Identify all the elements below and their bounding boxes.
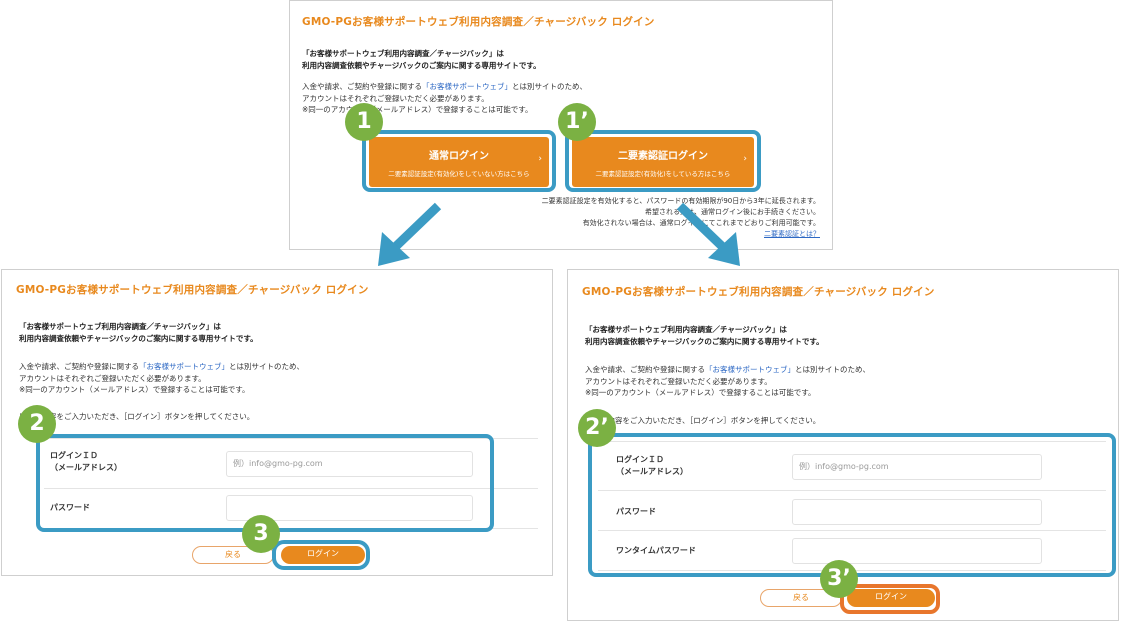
support-web-link[interactable]: 「お客様サポートウェブ」: [705, 365, 795, 374]
onetime-password-label: ワンタイムパスワード: [616, 546, 696, 555]
step-badge-3-prime: 3’: [820, 560, 858, 598]
step-badge-3: 3: [242, 515, 280, 553]
divider: [598, 441, 1106, 442]
login-id-input[interactable]: 例）info@gmo-pg.com: [226, 451, 473, 477]
intro-text: 「お客様サポートウェブ利用内容調査／チャージバック」は 利用内容調査依頼やチャー…: [585, 325, 824, 346]
intro-text: 「お客様サポートウェブ利用内容調査／チャージバック」は 利用内容調査依頼やチャー…: [19, 322, 258, 343]
login-id-label: ログインＩＤ （メールアドレス）: [50, 451, 122, 472]
twofactor-form-highlight: [588, 433, 1116, 577]
step-badge-1: 1: [345, 103, 383, 141]
step-badge-1-prime: 1’: [558, 103, 596, 141]
password-label: パスワード: [616, 507, 656, 516]
page-title: GMO-PGお客様サポートウェブ利用内容調査／チャージバック ログイン: [16, 284, 369, 296]
instruction-text: 以下の内容をご入力いただき、［ログイン］ボタンを押してください。: [19, 412, 255, 421]
info-text: 入金や請求、ご契約や登録に関する「お客様サポートウェブ」とは別サイトのため、 ア…: [302, 82, 587, 114]
page-title: GMO-PGお客様サポートウェブ利用内容調査／チャージバック ログイン: [302, 16, 655, 28]
step-badge-2: 2: [18, 405, 56, 443]
page-title: GMO-PGお客様サポートウェブ利用内容調査／チャージバック ログイン: [582, 286, 935, 298]
password-label: パスワード: [50, 503, 90, 512]
chevron-right-icon: ›: [743, 154, 747, 164]
divider: [44, 488, 538, 489]
password-input[interactable]: [792, 499, 1042, 525]
normal-login-highlight: [362, 130, 556, 192]
divider: [598, 490, 1106, 491]
login-button-highlight: [272, 540, 370, 570]
chevron-right-icon: ›: [538, 154, 542, 164]
divider: [598, 530, 1106, 531]
support-web-link[interactable]: 「お客様サポートウェブ」: [139, 362, 229, 371]
normal-login-button[interactable]: 通常ログイン 二要素認証設定(有効化)をしていない方はこちら ›: [369, 137, 549, 187]
instruction-text: 以下の内容をご入力いただき、［ログイン］ボタンを押してください。: [585, 416, 821, 425]
info-text: 入金や請求、ご契約や登録に関する「お客様サポートウェブ」とは別サイトのため、 ア…: [19, 362, 304, 394]
support-web-link[interactable]: 「お客様サポートウェブ」: [422, 82, 512, 91]
twofactor-login-highlight: [565, 130, 761, 192]
back-button[interactable]: 戻る: [760, 589, 842, 607]
login-id-label: ログインＩＤ （メールアドレス）: [616, 455, 688, 476]
divider: [44, 438, 538, 439]
top-login-select-panel: GMO-PGお客様サポートウェブ利用内容調査／チャージバック ログイン 「お客様…: [289, 0, 833, 250]
login-button[interactable]: ログイン: [281, 546, 365, 564]
info-text: 入金や請求、ご契約や登録に関する「お客様サポートウェブ」とは別サイトのため、 ア…: [585, 365, 870, 397]
onetime-password-input[interactable]: [792, 538, 1042, 564]
login-id-input[interactable]: 例）info@gmo-pg.com: [792, 454, 1042, 480]
login-button-highlight: [840, 584, 940, 614]
twofactor-help-link[interactable]: 二要素認証とは？: [764, 230, 820, 238]
arrow-down-right-icon: [676, 202, 740, 266]
login-button[interactable]: ログイン: [847, 589, 935, 607]
twofactor-login-button[interactable]: 二要素認証ログイン 二要素認証設定(有効化)をしている方はこちら ›: [572, 137, 754, 187]
step-badge-2-prime: 2’: [578, 409, 616, 447]
arrow-down-left-icon: [378, 202, 442, 266]
intro-text: 「お客様サポートウェブ利用内容調査／チャージバック」は 利用内容調査依頼やチャー…: [302, 49, 541, 70]
